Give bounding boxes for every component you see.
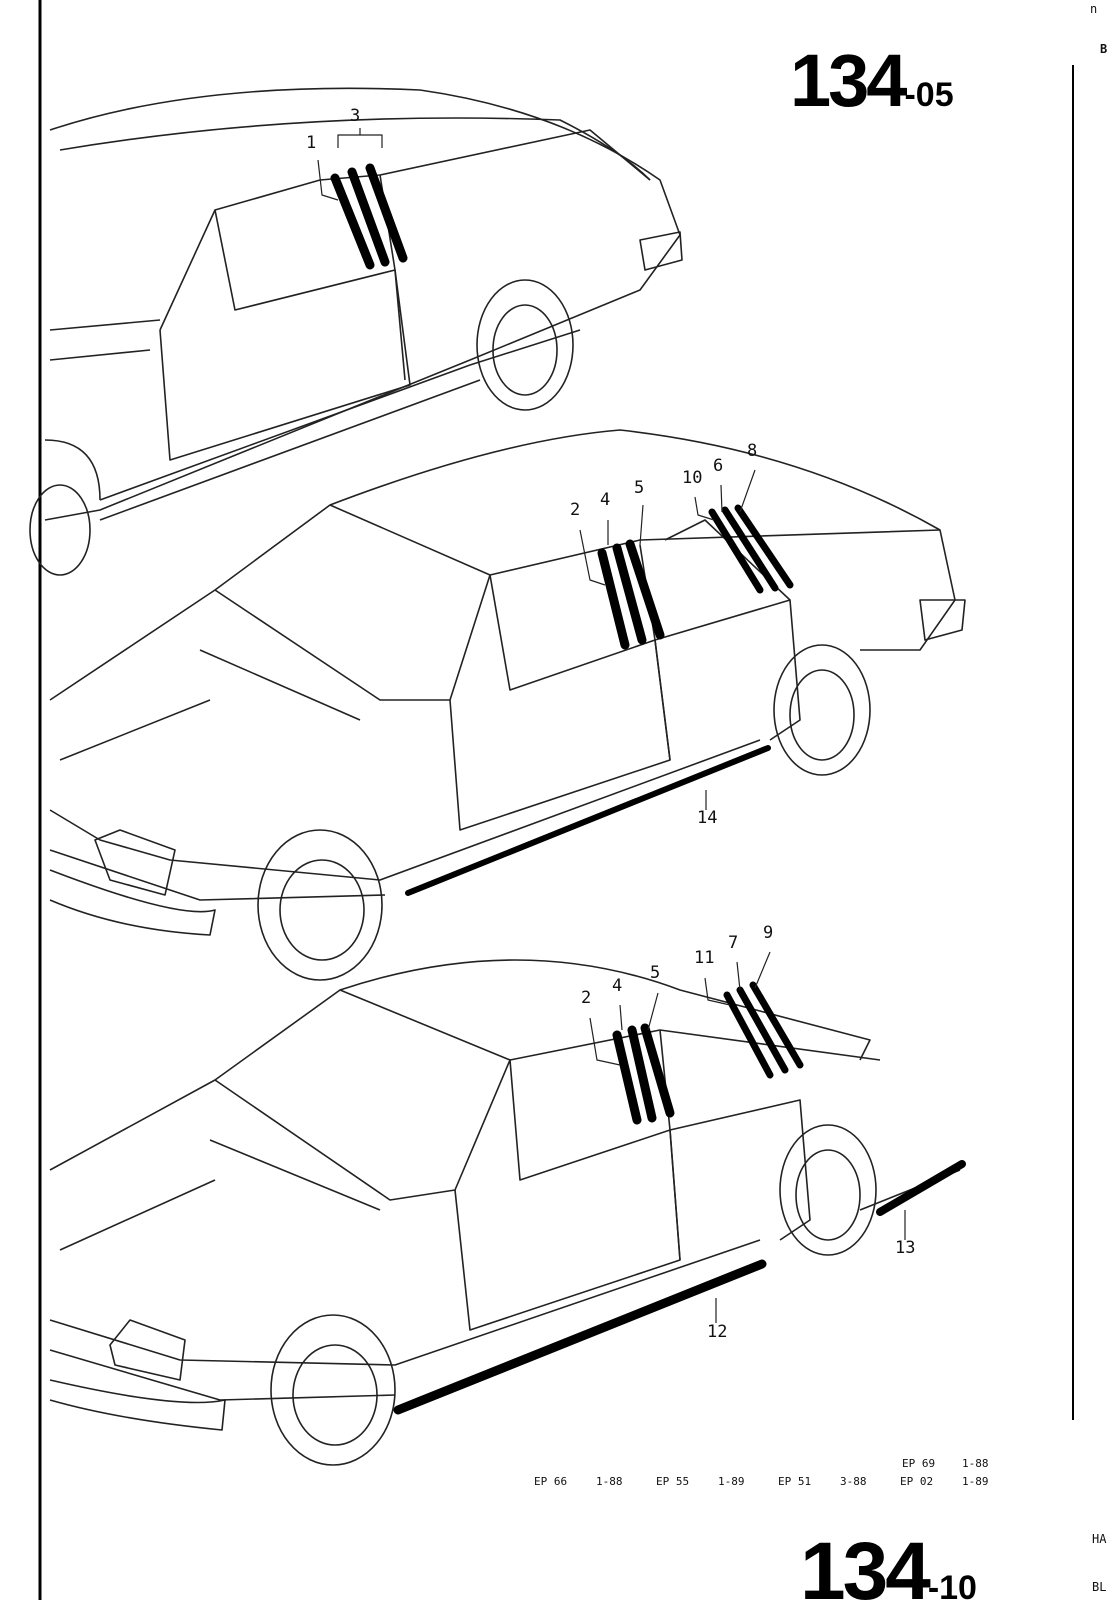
callout-9: 9	[763, 923, 774, 943]
callout-6: 6	[713, 456, 724, 476]
ep-code: EP 02	[900, 1475, 934, 1488]
callout-2: 2	[570, 500, 581, 520]
callout-4: 4	[612, 976, 623, 996]
page-number-sub: -05	[904, 76, 954, 114]
ep-code: EP 55	[656, 1475, 690, 1488]
ep-date: 1-88	[962, 1457, 989, 1470]
window-seal-strips-car2	[405, 504, 794, 896]
ep-code: EP 51	[778, 1475, 812, 1488]
callout-8: 8	[747, 441, 758, 461]
callout-12: 12	[707, 1322, 728, 1342]
page-number-main: 134	[800, 1526, 931, 1617]
callout-11: 11	[694, 948, 715, 968]
ep-code: EP 66	[534, 1475, 568, 1488]
page-number-bottom: 134-10	[800, 1525, 977, 1619]
window-seal-strips-car3	[393, 981, 966, 1415]
callout-14: 14	[697, 808, 718, 828]
car-coupe	[29, 87, 683, 576]
callout-leaders	[317, 128, 906, 1323]
edge-text: B	[1100, 42, 1108, 56]
window-seal-strips-car1	[330, 163, 408, 270]
callout-4: 4	[600, 490, 611, 510]
car-sedan-2	[49, 959, 961, 1466]
edge-text: HA	[1092, 1532, 1107, 1546]
ep-date: 1-89	[962, 1475, 989, 1488]
ep-date: 1-88	[596, 1475, 623, 1488]
callout-5: 5	[650, 963, 661, 983]
page-number-top: 134-05	[790, 38, 954, 123]
callout-3: 3	[350, 106, 361, 126]
page-number-sub: -10	[927, 1569, 977, 1607]
callout-2: 2	[581, 988, 592, 1008]
page-number-main: 134	[790, 39, 907, 122]
ep-code: EP 69	[902, 1457, 936, 1470]
callout-7: 7	[728, 933, 739, 953]
ep-date: 3-88	[840, 1475, 867, 1488]
callout-10: 10	[682, 468, 703, 488]
car-sedan-1	[49, 429, 966, 981]
ep-date: 1-89	[718, 1475, 745, 1488]
callout-13: 13	[895, 1238, 916, 1258]
edge-text: BL	[1092, 1580, 1107, 1594]
callout-1: 1	[306, 133, 317, 153]
callout-5: 5	[634, 478, 645, 498]
edge-text: n	[1090, 2, 1098, 16]
